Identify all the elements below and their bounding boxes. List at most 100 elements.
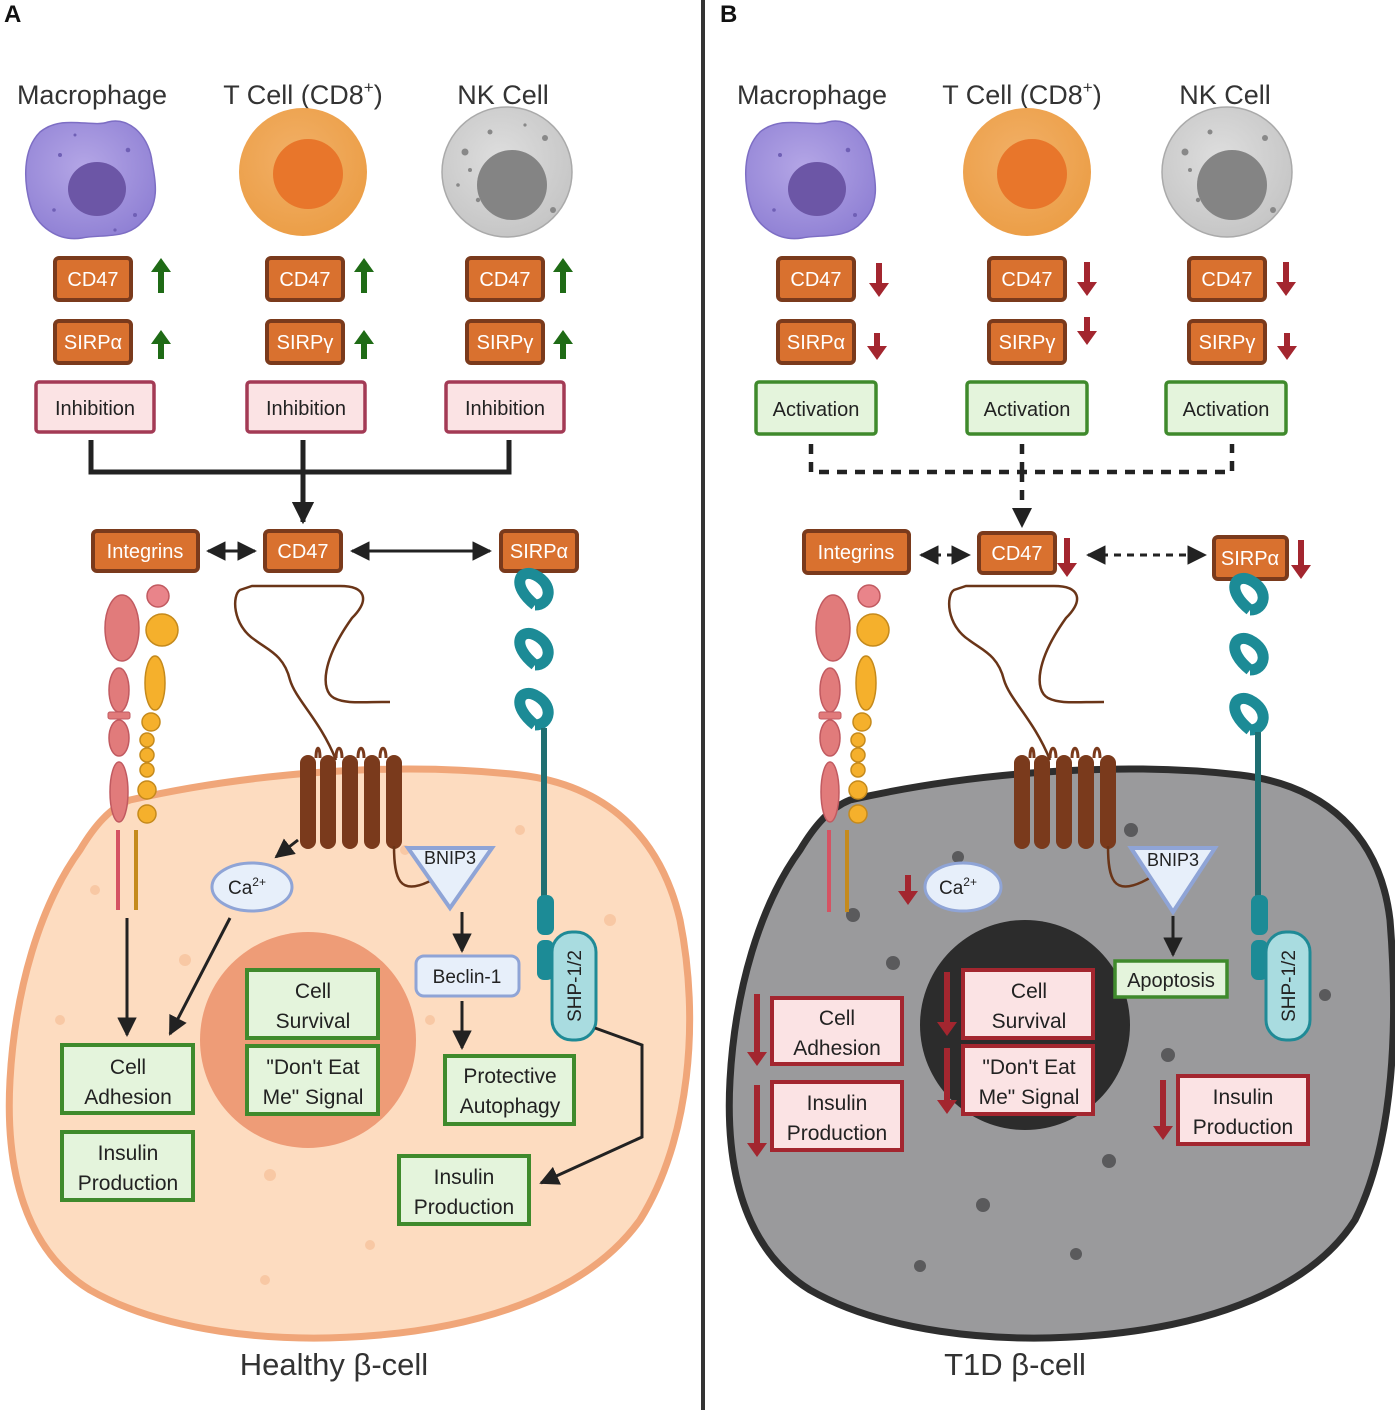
cd47-to-calcium-arrow (274, 838, 299, 859)
nk-cell-icon (441, 106, 573, 238)
macrophage-cd47-tag: CD47 (53, 256, 133, 302)
t-cell-icon (963, 108, 1091, 236)
svg-text:Autophagy: Autophagy (460, 1095, 561, 1118)
activation-connector (808, 444, 1235, 475)
panel-letter: A (4, 1, 21, 28)
nk-cell-cd47-tag: CD47 (1187, 256, 1267, 302)
dont-eat-me-signal-box: "Don't Eat Me" Signal (961, 1044, 1095, 1116)
down-arrow-icon (747, 994, 767, 1066)
calcium-ion-icon: Ca2+ (210, 861, 294, 913)
t-cell-inhibition-box: Inhibition (245, 380, 367, 434)
down-arrow-icon (747, 1085, 767, 1157)
macrophage-sirp-tag: SIRPα (53, 319, 133, 365)
svg-text:CD47: CD47 (790, 269, 841, 291)
dont-eat-me-signal-box: "Don't Eat Me" Signal (245, 1044, 380, 1116)
down-arrow-icon (1077, 262, 1097, 296)
bnip3-icon: BNIP3 (404, 846, 496, 912)
t-cell-sirp-tag: SIRPγ (987, 319, 1067, 365)
up-arrow-icon (553, 330, 573, 359)
cytoplasm-granules (846, 823, 1331, 1272)
svg-text:Inhibition: Inhibition (266, 398, 346, 420)
sirpa-receptor-icon (1229, 573, 1269, 980)
t-cell-sirp-tag: SIRPγ (265, 319, 345, 365)
svg-text:SIRPα: SIRPα (510, 541, 568, 563)
t-cell-title: T Cell (CD8+) (223, 78, 382, 110)
cd47-tag: CD47 (977, 531, 1057, 575)
integrin-receptor-icon (815, 584, 890, 912)
insulin-production-box-left: Insulin Production (60, 1130, 195, 1202)
down-arrow-icon (1057, 538, 1077, 577)
down-arrow-icon (1077, 317, 1097, 345)
macrophage-icon (25, 120, 157, 240)
nk-cell-activation-box: Activation (1164, 380, 1288, 436)
svg-text:CD47: CD47 (479, 269, 530, 291)
svg-text:SHP-1/2: SHP-1/2 (565, 950, 586, 1022)
svg-text:Beclin-1: Beclin-1 (433, 967, 502, 988)
svg-text:CD47: CD47 (991, 543, 1042, 565)
svg-text:Activation: Activation (1183, 399, 1270, 421)
macrophage-activation-box: Activation (754, 380, 878, 436)
cell-survival-box: Cell Survival (961, 968, 1095, 1040)
svg-text:Inhibition: Inhibition (465, 398, 545, 420)
svg-text:Protective: Protective (463, 1065, 556, 1088)
svg-text:Insulin: Insulin (98, 1142, 159, 1165)
down-arrow-icon (1277, 333, 1297, 360)
svg-text:SIRPγ: SIRPγ (277, 332, 334, 354)
down-arrow-icon (867, 333, 887, 360)
panel-a: A Macrophage T Cell (CD8+) NK Cell (4, 1, 694, 1382)
svg-text:Survival: Survival (276, 1010, 351, 1033)
nk-cell-cd47-tag: CD47 (465, 256, 545, 302)
insulin-production-box-right: Insulin Production (1176, 1074, 1310, 1146)
svg-text:Adhesion: Adhesion (793, 1037, 881, 1060)
svg-text:Apoptosis: Apoptosis (1127, 970, 1215, 992)
svg-text:Ca2+: Ca2+ (939, 875, 977, 899)
up-arrow-icon (354, 330, 374, 359)
macrophage-title: Macrophage (17, 80, 167, 110)
nk-cell-title: NK Cell (1179, 80, 1271, 110)
svg-text:Insulin: Insulin (807, 1092, 868, 1115)
nk-cell-icon (1161, 106, 1293, 238)
svg-text:"Don't Eat: "Don't Eat (982, 1056, 1075, 1079)
svg-text:Activation: Activation (984, 399, 1071, 421)
svg-text:SIRPγ: SIRPγ (477, 332, 534, 354)
macrophage-cd47-tag: CD47 (776, 256, 856, 302)
svg-text:Cell: Cell (295, 980, 331, 1003)
beclin-1-box: Beclin-1 (414, 954, 521, 998)
bnip3-icon: BNIP3 (1127, 846, 1219, 916)
integrins-tag: Integrins (91, 529, 200, 573)
calcium-to-adhesion-arrow (168, 917, 232, 1036)
cell-adhesion-box: Cell Adhesion (60, 1043, 195, 1115)
nk-cell-inhibition-box: Inhibition (444, 380, 566, 434)
cell-survival-box: Cell Survival (245, 968, 380, 1040)
svg-text:SIRPγ: SIRPγ (999, 332, 1056, 354)
svg-text:Integrins: Integrins (107, 541, 184, 563)
svg-text:CD47: CD47 (67, 269, 118, 291)
nk-cell-sirp-tag: SIRPγ (1187, 319, 1267, 365)
sirpa-tag: SIRPα (1212, 535, 1289, 581)
svg-text:SHP-1/2: SHP-1/2 (1279, 950, 1300, 1022)
nk-cell-title: NK Cell (457, 80, 549, 110)
panel-b: B Macrophage T Cell (CD8+) NK Cell CD47 (720, 1, 1395, 1382)
svg-text:BNIP3: BNIP3 (424, 848, 476, 868)
integrin-receptor-icon (104, 584, 179, 910)
shp-to-insulin-arrow (539, 1026, 644, 1185)
inhibition-connector (88, 440, 512, 475)
macrophage-icon (745, 120, 877, 240)
nk-cell-sirp-tag: SIRPγ (465, 319, 545, 365)
svg-text:CD47: CD47 (1001, 269, 1052, 291)
svg-text:Production: Production (414, 1196, 514, 1219)
svg-text:Production: Production (78, 1172, 178, 1195)
svg-text:Integrins: Integrins (818, 542, 895, 564)
svg-text:BNIP3: BNIP3 (1147, 850, 1199, 870)
protective-autophagy-box: Protective Autophagy (443, 1054, 576, 1126)
down-arrow-icon (1276, 262, 1296, 296)
cd47-tag: CD47 (263, 529, 343, 573)
cell-adhesion-box: Cell Adhesion (770, 996, 904, 1066)
macrophage-inhibition-box: Inhibition (34, 380, 156, 434)
macrophage-sirp-tag: SIRPα (776, 319, 856, 365)
down-arrow-icon (1291, 540, 1311, 579)
svg-text:SIRPα: SIRPα (1221, 548, 1279, 570)
down-arrow-icon (937, 972, 957, 1036)
